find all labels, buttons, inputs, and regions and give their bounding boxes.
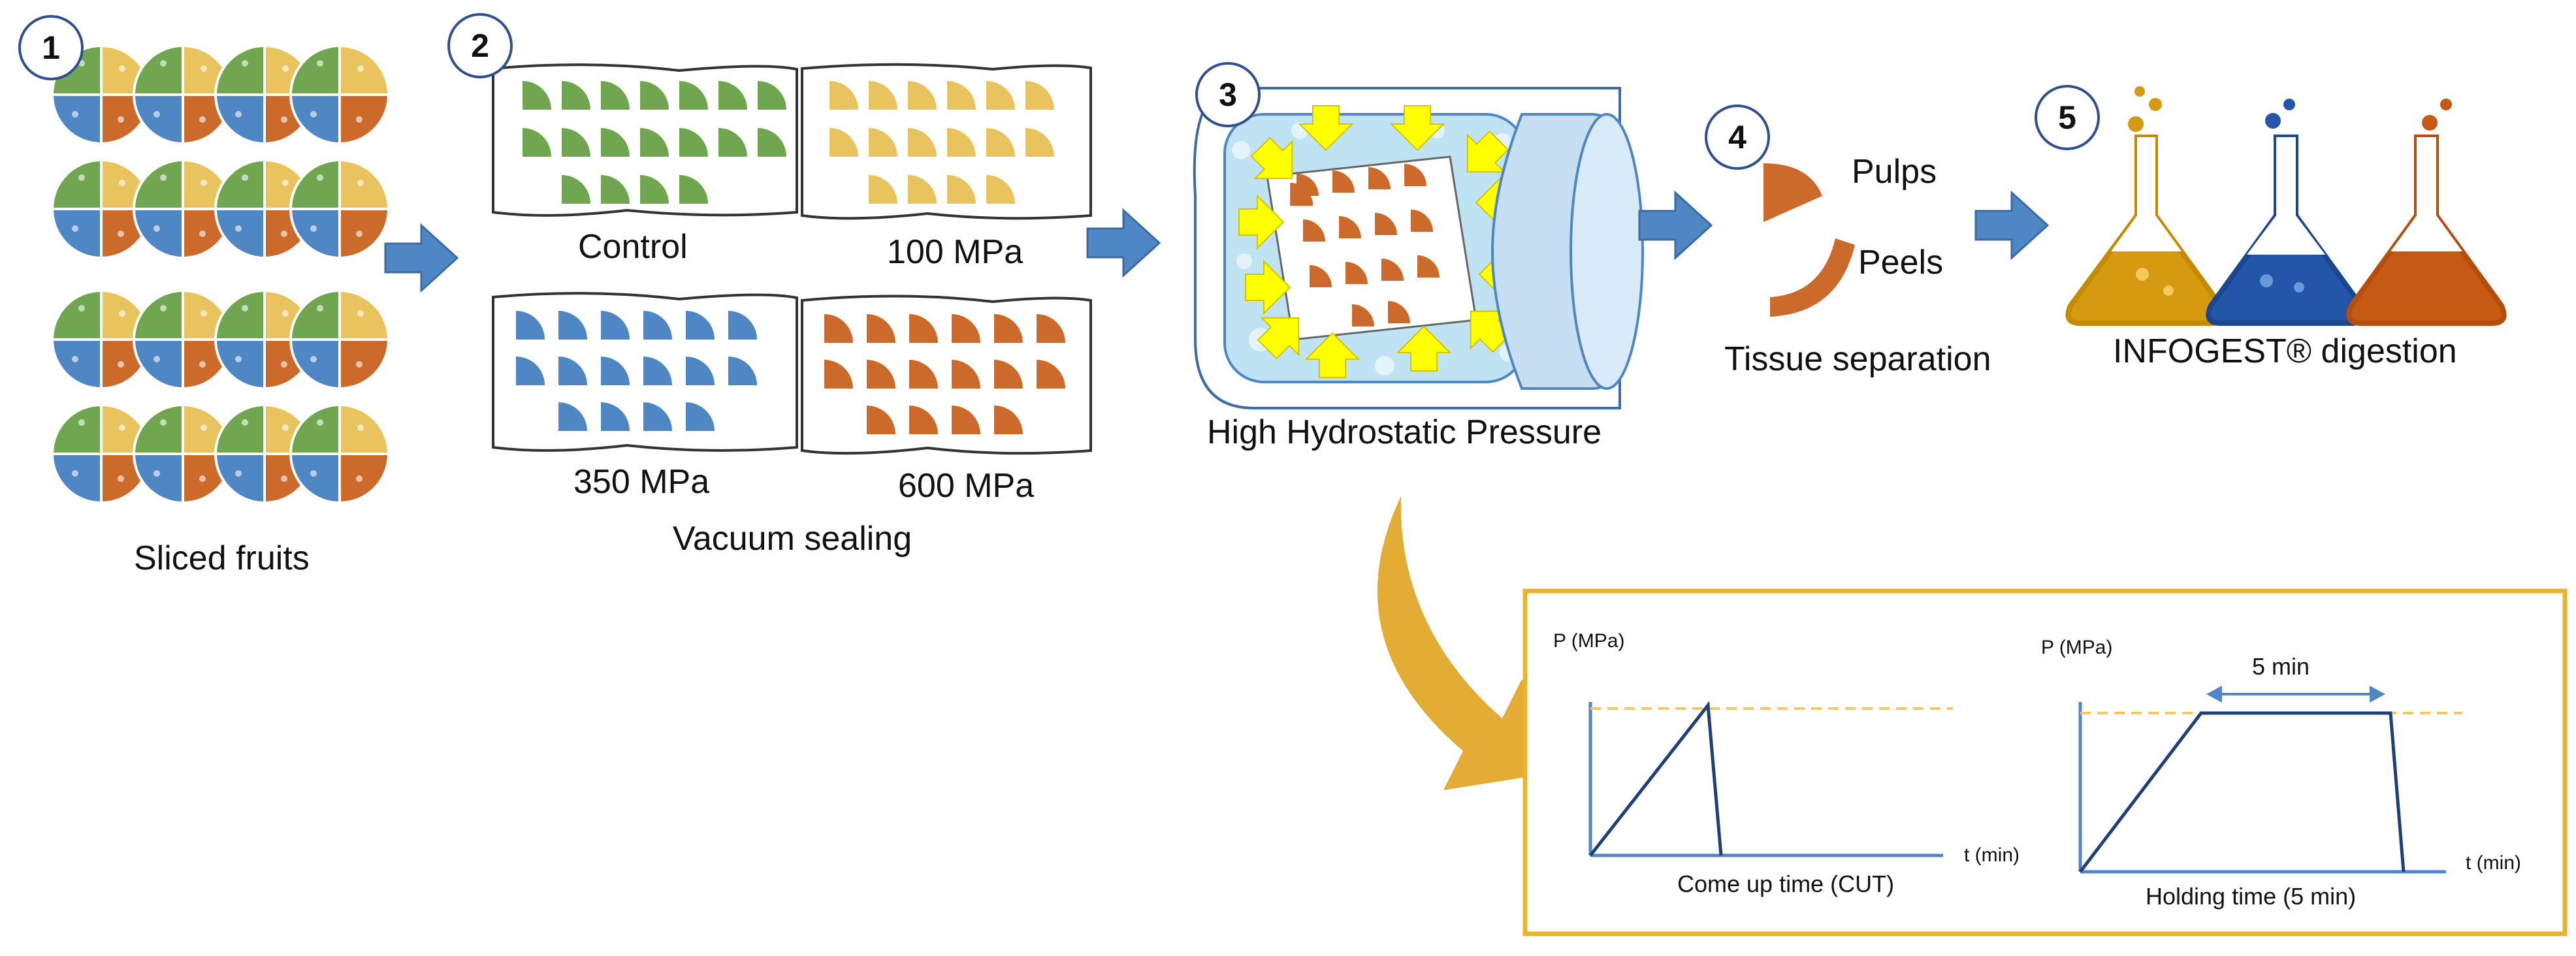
- cut-xlabel: t (min): [1964, 844, 2020, 866]
- hold-xlabel: t (min): [2466, 852, 2521, 874]
- pressure-profile-frame: [1522, 588, 2568, 936]
- pulps-label: Pulps: [1852, 153, 1937, 191]
- step-1-badge: 1: [18, 15, 84, 80]
- step-2-badge: 2: [447, 13, 513, 78]
- tissue-separation-label: Tissue separation: [1724, 340, 1991, 378]
- hold-duration-label: 5 min: [2252, 653, 2310, 680]
- sliced-fruits-label: Sliced fruits: [134, 539, 310, 577]
- bag-350mpa-label: 350 MPa: [573, 463, 710, 501]
- step-3-badge: 3: [1195, 62, 1261, 127]
- infogest-label: INFOGEST® digestion: [2113, 332, 2457, 370]
- bag-control-label: Control: [578, 228, 688, 266]
- step-4-badge: 4: [1705, 104, 1770, 170]
- hold-caption: Holding time (5 min): [2146, 883, 2357, 910]
- vacuum-sealing-label: Vacuum sealing: [673, 520, 912, 558]
- peel-icon: [1770, 238, 1855, 317]
- hhp-vessel: [1193, 87, 1644, 409]
- cut-profile-chart: [1588, 701, 1953, 857]
- flask-blue-icon: [2206, 99, 2366, 326]
- flask-orange-icon: [2346, 99, 2507, 326]
- hold-profile-chart: [2078, 686, 2462, 874]
- bag-100mpa-label: 100 MPa: [887, 233, 1023, 271]
- hold-ylabel: P (MPa): [2041, 637, 2113, 658]
- bag-350mpa: [492, 292, 798, 452]
- bag-control: [492, 63, 798, 217]
- step-5-badge: 5: [2035, 85, 2100, 150]
- cut-ylabel: P (MPa): [1553, 630, 1625, 652]
- flow-arrow-3: [1638, 191, 1713, 259]
- pulp-icon: [1763, 163, 1822, 222]
- bag-600mpa-label: 600 MPa: [898, 467, 1035, 505]
- cut-caption: Come up time (CUT): [1677, 870, 1895, 897]
- peels-label: Peels: [1858, 244, 1944, 281]
- sliced-fruits-grid: [51, 44, 390, 504]
- bag-100mpa: [801, 63, 1092, 220]
- flow-arrow-2: [1086, 209, 1161, 277]
- flow-arrow-4: [1974, 191, 2049, 259]
- callout-arrow: [1377, 496, 1568, 790]
- hhp-label: High Hydrostatic Pressure: [1207, 413, 1602, 451]
- bag-600mpa: [801, 295, 1092, 455]
- flow-arrow-1: [384, 224, 459, 292]
